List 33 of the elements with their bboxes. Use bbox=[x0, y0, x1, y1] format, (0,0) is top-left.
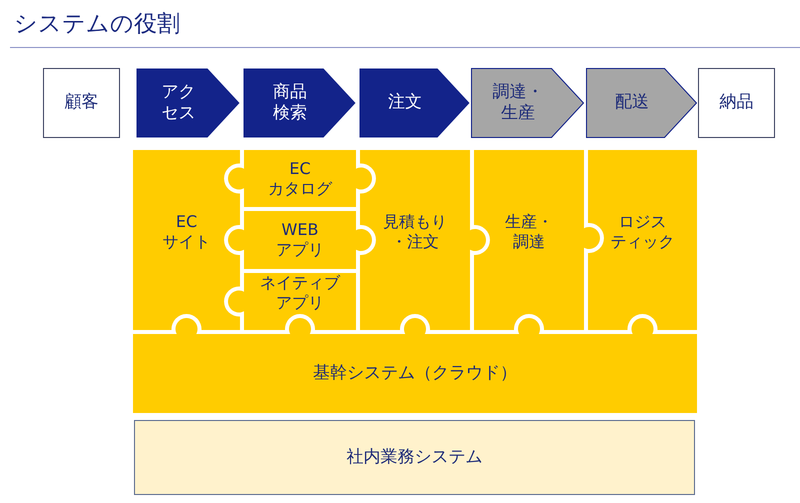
step-label: 注文 bbox=[388, 92, 422, 114]
piece-label: ECサイト bbox=[162, 212, 210, 252]
puzzle-piece bbox=[228, 150, 372, 207]
chevron-step bbox=[243, 68, 356, 138]
piece-label: 生産・調達 bbox=[504, 212, 554, 252]
piece-label: 見積もり・注文 bbox=[382, 212, 448, 252]
chevron-step bbox=[136, 68, 240, 138]
step-label: 商品検索 bbox=[272, 82, 308, 124]
platform-panel bbox=[134, 420, 695, 495]
endpoint-box bbox=[43, 68, 120, 138]
puzzle-piece bbox=[474, 150, 600, 330]
piece-label: ネイティブアプリ bbox=[258, 273, 342, 313]
page-title: システムの役割 bbox=[14, 10, 180, 39]
puzzle-piece bbox=[228, 273, 356, 330]
step-label: アクセス bbox=[160, 82, 196, 124]
piece-label: 基幹システム（クラウド） bbox=[313, 362, 517, 384]
puzzle-piece bbox=[360, 150, 486, 330]
endpoint-box bbox=[698, 68, 775, 138]
chevron-step bbox=[586, 68, 697, 138]
step-label: 配送 bbox=[614, 92, 649, 114]
chevron-step bbox=[359, 68, 470, 138]
piece-label: ECカタログ bbox=[268, 158, 332, 198]
chevron-step bbox=[471, 68, 584, 138]
piece-label: WEBアプリ bbox=[276, 220, 324, 260]
puzzle-piece bbox=[133, 318, 697, 413]
piece-label: ロジスティック bbox=[609, 212, 676, 252]
puzzle-piece bbox=[133, 150, 240, 330]
puzzle-piece bbox=[588, 150, 697, 330]
puzzle-piece bbox=[228, 211, 372, 269]
box-label: 社内業務システム bbox=[346, 446, 482, 468]
box-label: 納品 bbox=[720, 92, 754, 114]
step-label: 調達・生産 bbox=[491, 82, 544, 124]
box-label: 顧客 bbox=[64, 92, 98, 114]
